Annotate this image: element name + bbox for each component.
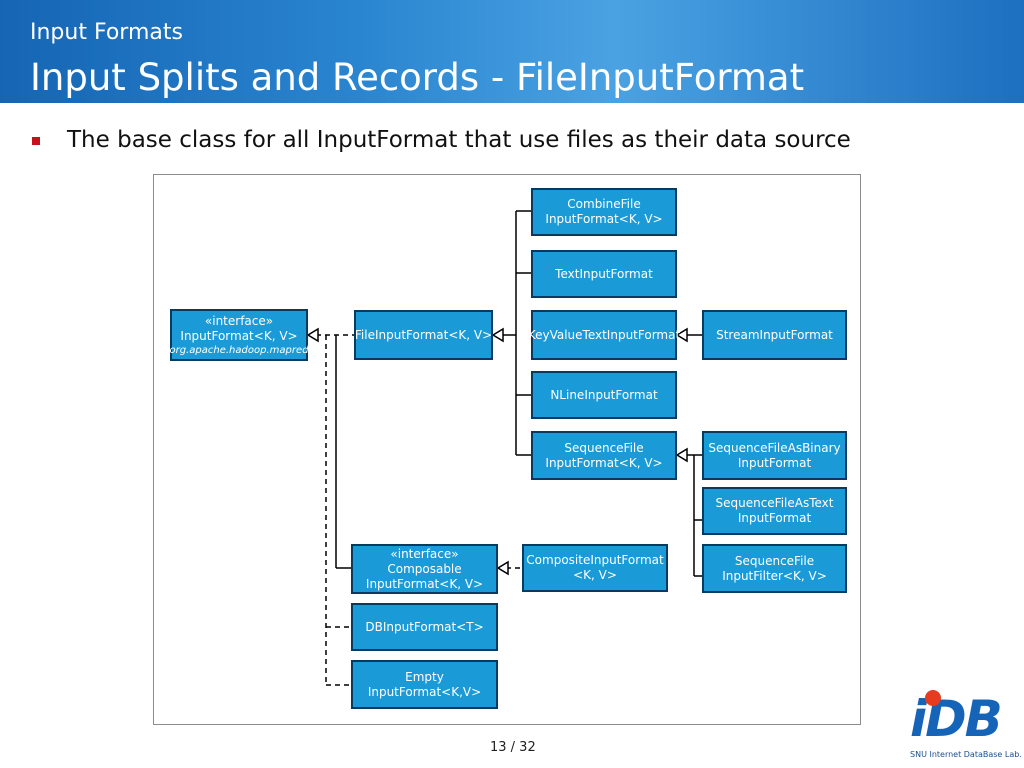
logo-dot-icon: [925, 690, 941, 706]
class-type-label: InputFilter<K, V>: [722, 568, 827, 583]
streaminputformat-box: StreamInputFormat: [702, 310, 847, 360]
class-name-label: DBInputFormat<T>: [365, 619, 484, 634]
class-name-label: SequenceFile: [564, 440, 644, 455]
class-diagram: «interface» InputFormat<K, V> org.apache…: [153, 174, 861, 725]
title-bar: Input Formats Input Splits and Records -…: [0, 0, 1024, 103]
class-type-label: InputFormat<K, V>: [365, 576, 484, 591]
idb-logo: iDB SNU Internet DataBase Lab.: [910, 690, 1022, 762]
nlineinputformat-box: NLineInputFormat: [531, 371, 677, 419]
textinputformat-box: TextInputFormat: [531, 250, 677, 298]
keyvaluetextinputformat-box: KeyValueTextInputFormat: [527, 310, 681, 360]
diagram-connectors: [306, 210, 702, 686]
dbinputformat-box: DBInputFormat<T>: [351, 603, 498, 651]
class-name-label: TextInputFormat: [555, 266, 653, 281]
section-subtitle: Input Formats: [30, 20, 183, 45]
class-name-label: Empty: [405, 669, 444, 684]
class-name-label: NLineInputFormat: [550, 387, 658, 402]
bullet-text: The base class for all InputFormat that …: [67, 127, 851, 153]
class-name-label: CompositeInputFormat: [526, 553, 664, 567]
slide-title: Input Splits and Records - FileInputForm…: [30, 56, 805, 99]
bullet-marker: [32, 137, 40, 145]
composable-interface-box: «interface» Composable InputFormat<K, V>: [351, 544, 498, 594]
class-name-label: KeyValueTextInputFormat: [527, 327, 681, 342]
stereotype-label: «interface»: [204, 313, 274, 328]
class-type-label: <K, V>: [573, 568, 617, 582]
class-name-label: FileInputFormat<K, V>: [354, 327, 493, 342]
class-type-label: InputFormat<K, V>: [545, 455, 663, 470]
arrowhead-composable: [496, 560, 509, 576]
arrowhead-inputformat: [306, 327, 319, 343]
logo-letters: iDB: [910, 690, 1003, 748]
class-name-label: Composable: [387, 561, 462, 576]
class-name-label: SequenceFileAsBinary: [708, 440, 841, 455]
compositeinputformat-box: CompositeInputFormat <K, V>: [522, 544, 668, 592]
arrowhead-sequence: [675, 447, 688, 463]
class-type-label: InputFormat<K, V>: [545, 212, 663, 226]
page-number: 13 / 32: [490, 740, 536, 755]
fileinputformat-box: FileInputFormat<K, V>: [354, 310, 493, 360]
sequencefileastext-box: SequenceFileAsText InputFormat: [702, 487, 847, 535]
combinefile-inputformat-box: CombineFile InputFormat<K, V>: [531, 188, 677, 236]
class-name-label: StreamInputFormat: [716, 327, 833, 342]
arrowhead-keyvalue: [675, 327, 688, 343]
class-type-label: InputFormat<K,V>: [367, 684, 482, 699]
emptyinputformat-box: Empty InputFormat<K,V>: [351, 660, 498, 709]
inputformat-interface-box: «interface» InputFormat<K, V> org.apache…: [170, 309, 308, 361]
arrowhead-fif: [491, 327, 504, 343]
class-name-label: SequenceFile: [734, 553, 815, 568]
sequencefileinputfilter-box: SequenceFile InputFilter<K, V>: [702, 544, 847, 593]
stereotype-label: «interface»: [390, 546, 459, 561]
class-name-label: CombineFile: [567, 197, 641, 211]
class-type-label: InputFormat: [737, 455, 812, 470]
sequencefile-inputformat-box: SequenceFile InputFormat<K, V>: [531, 431, 677, 480]
class-type-label: InputFormat: [737, 511, 812, 525]
class-name-label: SequenceFileAsText: [715, 496, 834, 510]
sequencefileasbinary-box: SequenceFileAsBinary InputFormat: [702, 431, 847, 480]
package-label: org.apache.hadoop.mapred: [169, 344, 309, 356]
logo-caption: SNU Internet DataBase Lab.: [910, 750, 1022, 759]
class-name-label: InputFormat<K, V>: [180, 328, 298, 343]
